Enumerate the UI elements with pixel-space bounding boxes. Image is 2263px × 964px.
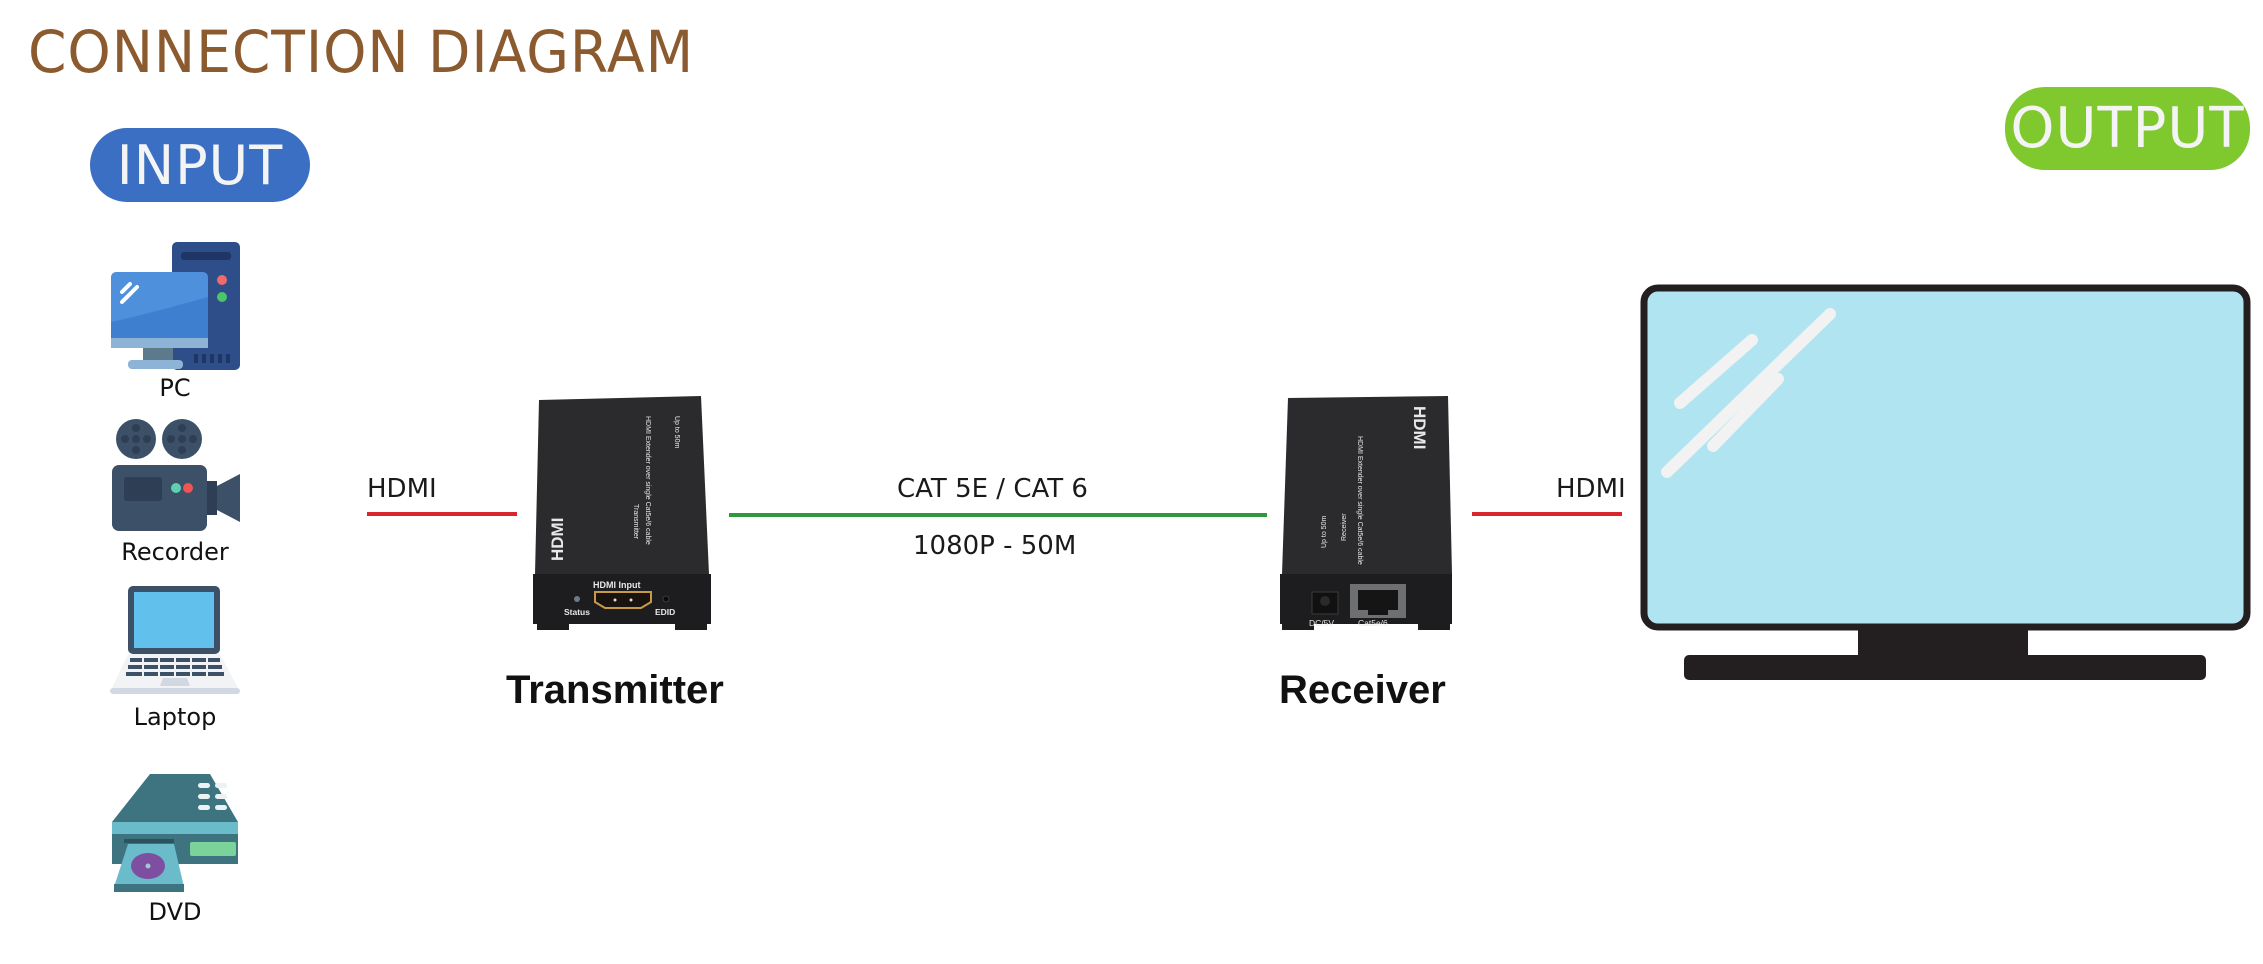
page-title: CONNECTION DIAGRAM bbox=[28, 18, 695, 86]
transmitter-top-text-3: Up to 50m bbox=[673, 416, 680, 448]
receiver-label: Receiver bbox=[1279, 668, 1446, 712]
source-label-dvd: DVD bbox=[148, 898, 202, 926]
tv-monitor-icon bbox=[1640, 284, 2251, 680]
receiver-power-label: DC/5V bbox=[1309, 618, 1334, 628]
input-hdmi-label: HDMI bbox=[367, 474, 437, 504]
cable-type-label: CAT 5E / CAT 6 bbox=[897, 474, 1088, 504]
receiver-logo: HDMI bbox=[1410, 406, 1429, 449]
dvd-player-icon bbox=[112, 774, 238, 892]
cable-spec-label: 1080P - 50M bbox=[913, 531, 1077, 561]
receiver-top-text-3: Up to 50m bbox=[1321, 516, 1328, 548]
transmitter-logo: HDMI bbox=[548, 518, 567, 561]
output-hdmi-label: HDMI bbox=[1556, 474, 1626, 504]
source-label-laptop: Laptop bbox=[133, 703, 217, 731]
input-hdmi-cable bbox=[367, 512, 517, 516]
source-label-recorder: Recorder bbox=[121, 538, 229, 566]
receiver-top-text-2: HDMI Extender over single Cat5e/6 cable bbox=[1356, 436, 1363, 565]
output-hdmi-cable bbox=[1472, 512, 1622, 516]
transmitter-led-label: Status bbox=[564, 607, 590, 617]
cat-cable bbox=[729, 513, 1267, 517]
transmitter-top-text-1: Transmitter bbox=[632, 504, 639, 540]
receiver-top-text-1: Receiver bbox=[1341, 513, 1348, 541]
output-badge: OUTPUT bbox=[2005, 87, 2250, 170]
transmitter-port-label: HDMI Input bbox=[593, 580, 641, 590]
source-label-pc: PC bbox=[159, 374, 191, 402]
laptop-icon bbox=[110, 586, 240, 694]
transmitter-label: Transmitter bbox=[506, 668, 724, 712]
receiver-device: HDMI HDMI Extender over single Cat5e/6 c… bbox=[1280, 396, 1452, 630]
transmitter-button-label: EDID bbox=[655, 607, 675, 617]
transmitter-device: HDMI Transmitter HDMI Extender over sing… bbox=[533, 396, 711, 630]
input-badge: INPUT bbox=[90, 128, 310, 202]
rj45-port-icon bbox=[1358, 590, 1398, 610]
receiver-rj45-label: Cat5e/6 bbox=[1358, 618, 1388, 628]
transmitter-top-text-2: HDMI Extender over single Cat5e/6 cable bbox=[644, 416, 651, 545]
status-led-icon bbox=[574, 596, 580, 602]
dc-power-jack-icon bbox=[1320, 596, 1330, 606]
video-camera-icon bbox=[112, 419, 240, 531]
pc-icon bbox=[111, 242, 240, 370]
